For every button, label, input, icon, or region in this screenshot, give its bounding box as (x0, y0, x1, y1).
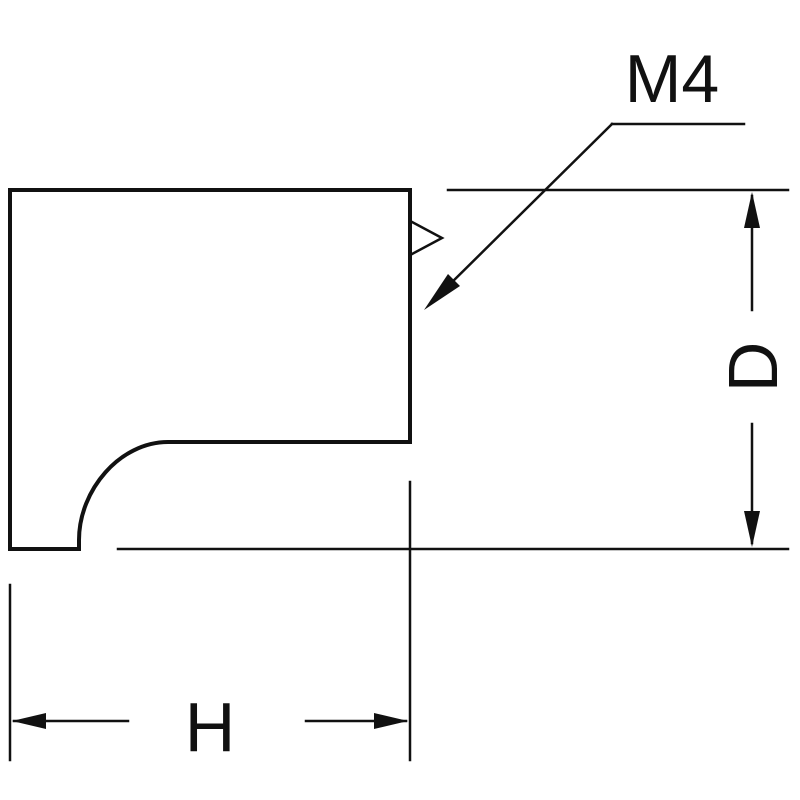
callout-arrowhead (424, 274, 460, 310)
callout-leader-line (438, 122, 614, 296)
thread-callout: M4 (424, 41, 746, 310)
width-label: H (185, 688, 236, 766)
height-label: D (714, 342, 792, 393)
dimension-arrow-d-bottom (744, 511, 760, 547)
dimension-arrow-h-right (374, 713, 408, 729)
dimension-d: D (116, 188, 792, 551)
dimension-arrow-h-left (12, 713, 46, 729)
thread-label: M4 (625, 41, 719, 117)
part-outline (8, 188, 445, 551)
thread-marker (410, 220, 445, 256)
part-body-outline (8, 188, 412, 551)
dimension-h: H (8, 480, 412, 766)
dimension-arrow-d-top (744, 192, 760, 228)
